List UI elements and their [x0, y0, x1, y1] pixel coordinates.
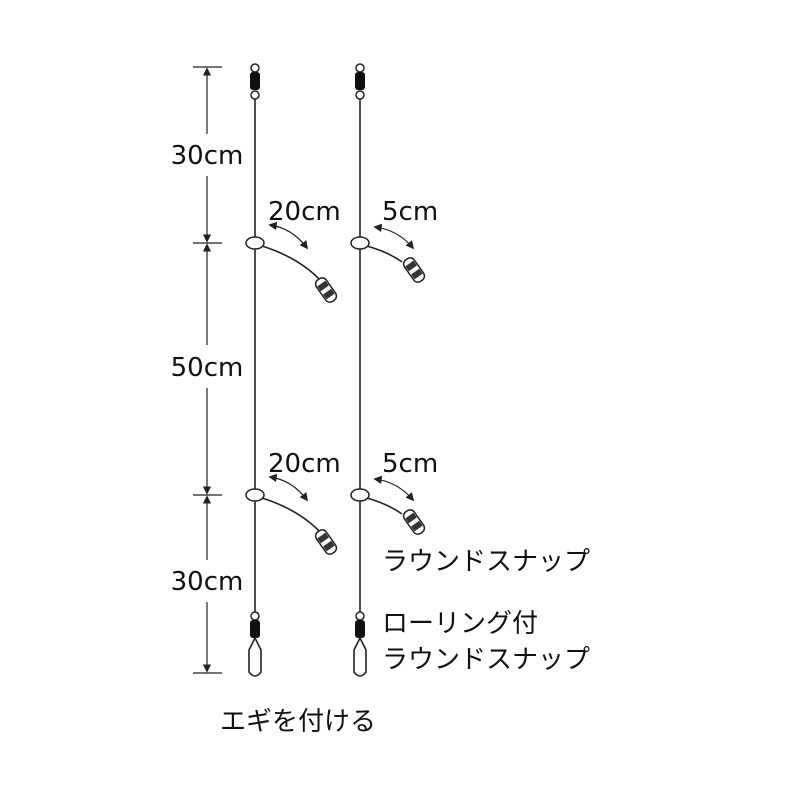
branch-right-lower-label: 5cm	[382, 449, 438, 479]
dimension-bottom-label: 30cm	[171, 567, 244, 597]
egi-label: エギを付ける	[220, 707, 376, 737]
branch-left-lower-label: 20cm	[268, 449, 341, 479]
round-snap-label: ラウンドスナップ	[382, 547, 590, 577]
rolling-snap-label-line2: ラウンドスナップ	[382, 645, 590, 675]
branch-arrows	[268, 221, 415, 502]
branch-left-upper-label: 20cm	[268, 197, 341, 227]
branch-right-upper-label: 5cm	[382, 197, 438, 227]
dimension-scale	[193, 66, 222, 674]
dimension-top-label: 30cm	[171, 141, 244, 171]
right-rig	[350, 63, 426, 677]
rolling-snap-label-line1: ローリング付	[382, 609, 538, 639]
left-rig	[245, 63, 338, 677]
dimension-middle-label: 50cm	[171, 353, 244, 383]
